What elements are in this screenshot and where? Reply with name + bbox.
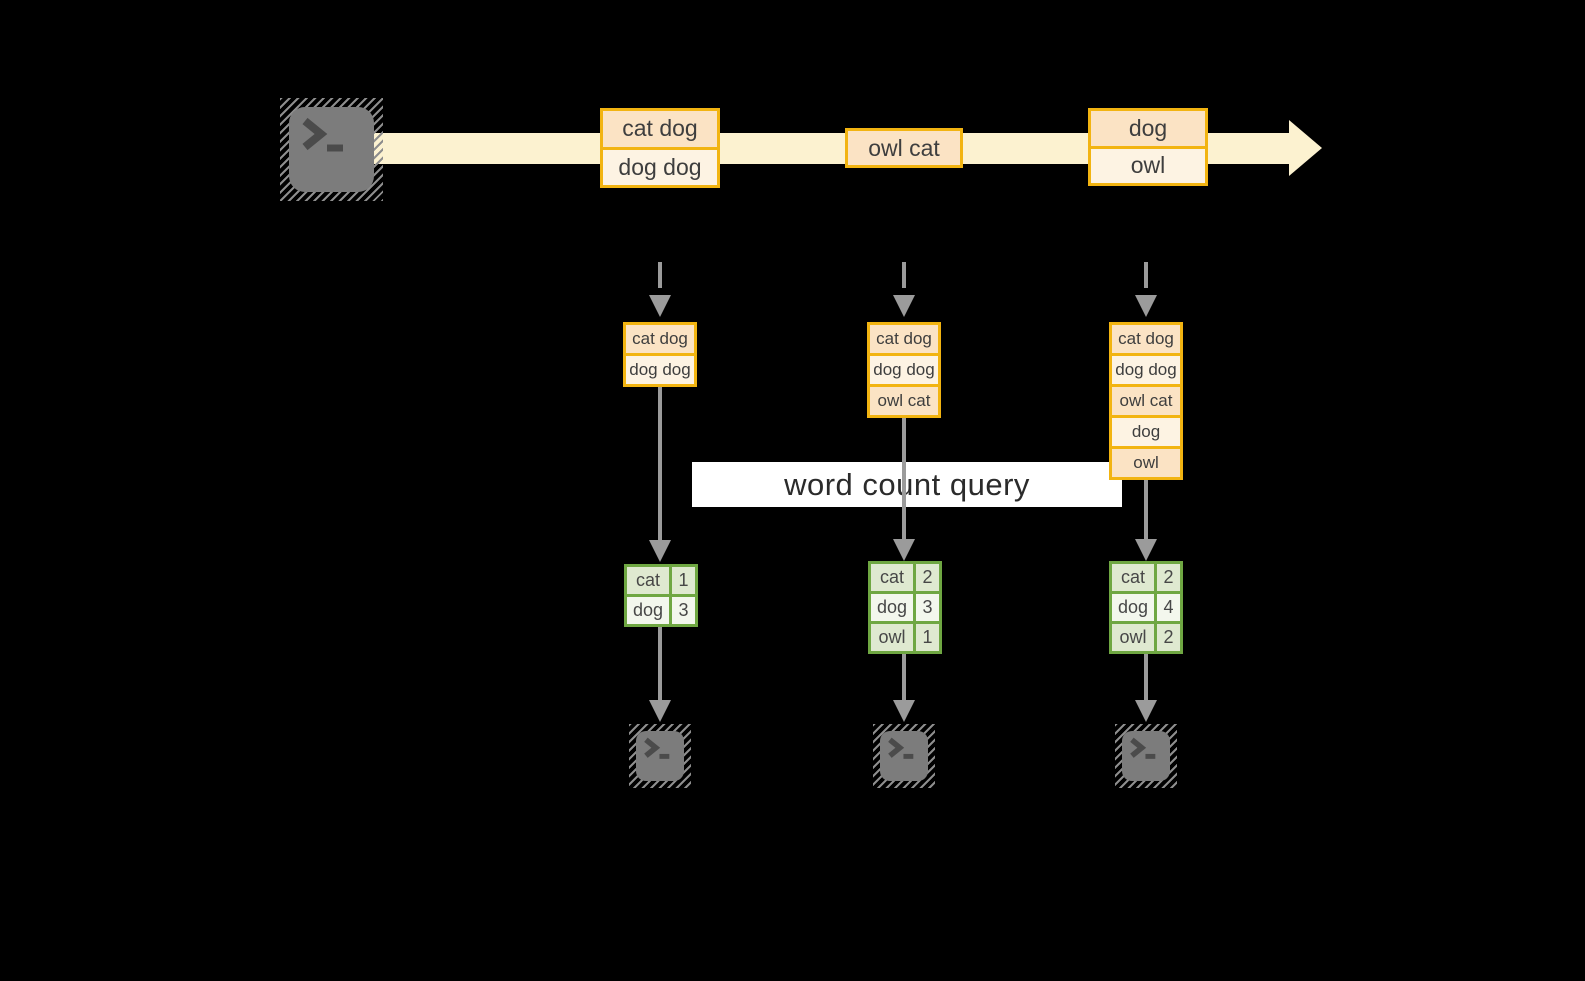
count-cell: 4 [1157, 594, 1180, 621]
query-banner: word count query [692, 462, 1122, 507]
state-row: dog [1112, 415, 1180, 446]
state-box-1: cat dog dog dog [623, 322, 697, 387]
terminal-body [1122, 731, 1170, 781]
event-line: owl cat [848, 131, 960, 165]
query-arrow [1144, 480, 1148, 539]
stream-event-box-3: dog owl [1088, 108, 1208, 186]
dashed-arrow [658, 262, 662, 288]
sink-terminal-icon-2 [873, 724, 935, 788]
table-row: dog 4 [1112, 591, 1180, 621]
count-cell: 1 [672, 567, 695, 594]
terminal-prompt-icon [644, 737, 670, 759]
state-box-2: cat dog dog dog owl cat [867, 322, 941, 418]
source-terminal-icon [280, 98, 383, 201]
word-cell: dog [1112, 594, 1157, 621]
word-cell: cat [627, 567, 672, 594]
state-row: dog dog [626, 353, 694, 384]
stream-event-box-2: owl cat [845, 128, 963, 168]
table-row: cat 2 [871, 564, 939, 591]
word-cell: dog [627, 597, 672, 624]
state-row: owl [1112, 446, 1180, 477]
sink-terminal-icon-1 [629, 724, 691, 788]
state-row: cat dog [626, 325, 694, 353]
count-cell: 3 [916, 594, 939, 621]
terminal-prompt-icon [1130, 737, 1156, 759]
output-arrowhead-icon [1135, 700, 1157, 722]
query-arrowhead-icon [1135, 539, 1157, 561]
output-arrowhead-icon [649, 700, 671, 722]
event-line: dog [1091, 111, 1205, 146]
state-row: cat dog [1112, 325, 1180, 353]
word-cell: cat [871, 564, 916, 591]
table-row: cat 1 [627, 567, 695, 594]
word-cell: cat [1112, 564, 1157, 591]
output-arrowhead-icon [893, 700, 915, 722]
state-box-3: cat dog dog dog owl cat dog owl [1109, 322, 1183, 480]
query-arrow [902, 418, 906, 539]
count-cell: 1 [916, 624, 939, 651]
table-row: dog 3 [871, 591, 939, 621]
table-row: owl 1 [871, 621, 939, 651]
sink-terminal-icon-3 [1115, 724, 1177, 788]
count-table-2: cat 2 dog 3 owl 1 [868, 561, 942, 654]
state-row: dog dog [870, 353, 938, 384]
count-table-1: cat 1 dog 3 [624, 564, 698, 627]
dashed-arrowhead-icon [1135, 295, 1157, 317]
count-table-3: cat 2 dog 4 owl 2 [1109, 561, 1183, 654]
dashed-arrow [902, 262, 906, 288]
count-cell: 3 [672, 597, 695, 624]
terminal-prompt-icon [302, 117, 343, 152]
terminal-body [880, 731, 928, 781]
count-cell: 2 [1157, 624, 1180, 651]
stream-event-box-1: cat dog dog dog [600, 108, 720, 188]
dashed-arrow [1144, 262, 1148, 288]
state-row: owl cat [870, 384, 938, 415]
word-cell: owl [1112, 624, 1157, 651]
output-arrow [1144, 654, 1148, 700]
query-arrow [658, 387, 662, 540]
dashed-arrowhead-icon [893, 295, 915, 317]
output-arrow [902, 654, 906, 700]
event-line: cat dog [603, 111, 717, 147]
stream-arrowhead-icon [1289, 120, 1322, 176]
table-row: dog 3 [627, 594, 695, 624]
table-row: cat 2 [1112, 564, 1180, 591]
output-arrow [658, 627, 662, 700]
word-cell: owl [871, 624, 916, 651]
state-row: cat dog [870, 325, 938, 353]
query-arrowhead-icon [649, 540, 671, 562]
event-line: owl [1091, 145, 1205, 183]
state-row: owl cat [1112, 384, 1180, 415]
count-cell: 2 [916, 564, 939, 591]
state-row: dog dog [1112, 353, 1180, 384]
table-row: owl 2 [1112, 621, 1180, 651]
terminal-prompt-icon [888, 737, 914, 759]
query-arrowhead-icon [893, 539, 915, 561]
terminal-body [289, 107, 374, 192]
count-cell: 2 [1157, 564, 1180, 591]
dashed-arrowhead-icon [649, 295, 671, 317]
event-line: dog dog [603, 146, 717, 185]
word-cell: dog [871, 594, 916, 621]
query-label: word count query [784, 466, 1030, 502]
terminal-body [636, 731, 684, 781]
